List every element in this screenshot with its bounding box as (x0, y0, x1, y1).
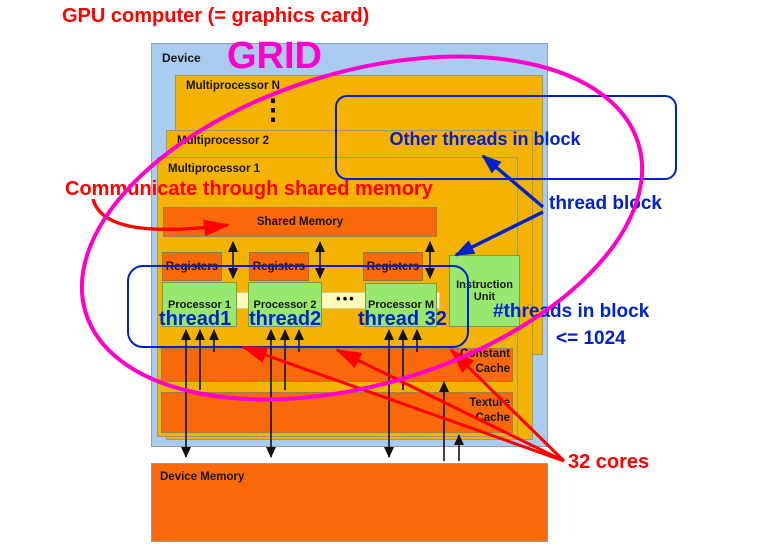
constant-cache-label: Constant Cache (460, 348, 510, 375)
thread2-label: thread2 (249, 308, 322, 330)
device-memory-box (151, 463, 548, 542)
cores-note: 32 cores (568, 451, 650, 473)
core-row-rect (127, 265, 469, 348)
multiprocessor-1-label: Multiprocessor 1 (168, 163, 261, 175)
page-title: GPU computer (= graphics card) (62, 5, 370, 27)
threads-limit-note: <= 1024 (556, 328, 626, 349)
grid-label: GRID (227, 35, 322, 77)
other-threads-note: Other threads in block (389, 129, 581, 149)
device-label: Device (162, 51, 201, 65)
thread1-label: thread1 (159, 308, 232, 330)
thread32-label: thread 32 (358, 308, 447, 330)
multiprocessor-n-label: Multiprocessor N (186, 80, 280, 92)
threads-in-block-note: #threads in block (493, 301, 650, 322)
communicate-note: Communicate through shared memory (65, 178, 433, 200)
texture-cache-label: Texture Cache (469, 397, 510, 424)
multiprocessor-ellipsis: ⋮ (259, 94, 287, 125)
thread-block-note: thread block (549, 193, 662, 214)
device-memory-label: Device Memory (160, 471, 245, 483)
multiprocessor-2-label: Multiprocessor 2 (177, 135, 270, 147)
shared-memory-box: Shared Memory (163, 207, 437, 237)
